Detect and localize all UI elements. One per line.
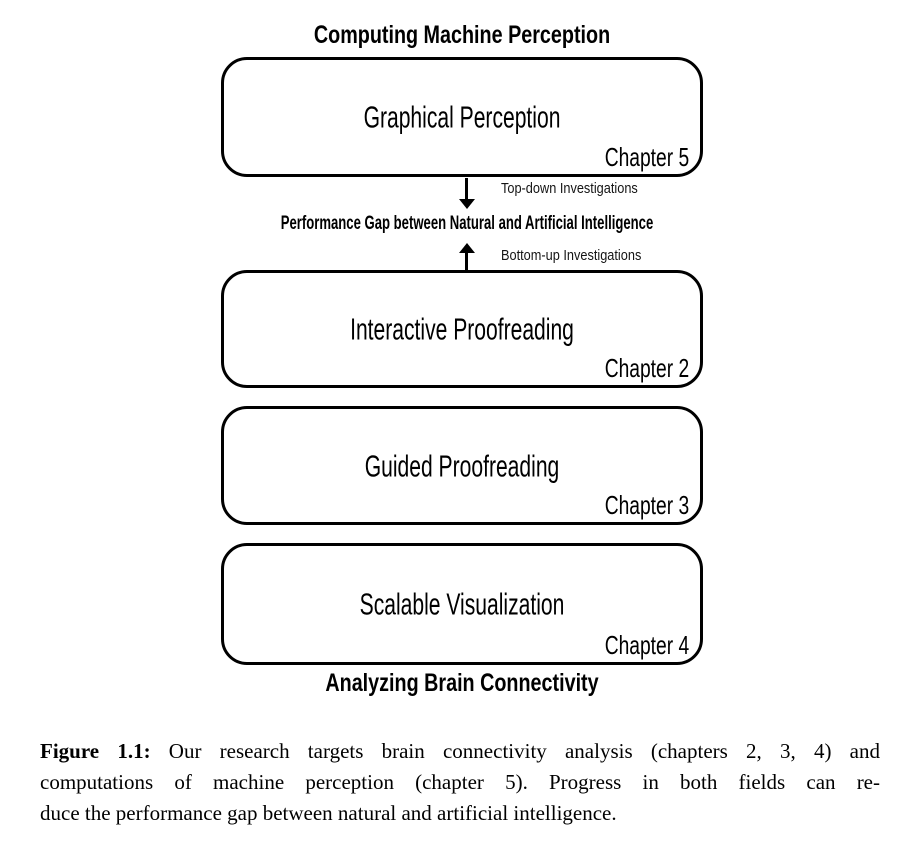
box-interactive-proofreading: Interactive Proofreading Chapter 2: [221, 270, 703, 388]
up-arrow-shaft: [465, 252, 468, 270]
caption-text: Our research targets brain connectivity …: [150, 739, 880, 763]
top-domain-label: Computing Machine Perception: [313, 21, 611, 49]
caption-line: Figure 1.1: Our research targets brain c…: [40, 736, 880, 767]
chapter-label: Chapter 5: [604, 142, 689, 172]
down-arrow-icon: [459, 199, 475, 209]
down-arrow-shaft: [465, 178, 468, 200]
box-guided-proofreading: Guided Proofreading Chapter 3: [221, 406, 703, 525]
top-down-arrow-label: Top-down Investigations: [501, 180, 638, 197]
bottom-domain-label: Analyzing Brain Connectivity: [325, 669, 599, 697]
figure-caption: Figure 1.1: Our research targets brain c…: [40, 736, 880, 829]
caption-line: duce the performance gap between natural…: [40, 801, 617, 825]
chapter-label: Chapter 2: [604, 353, 689, 383]
box-title: Interactive Proofreading: [350, 311, 574, 347]
box-title: Guided Proofreading: [364, 448, 560, 483]
bottom-up-arrow-label: Bottom-up Investigations: [501, 247, 642, 264]
caption-figure-number: Figure 1.1:: [40, 739, 151, 763]
box-graphical-perception: Graphical Perception Chapter 5: [221, 57, 703, 177]
box-title: Graphical Perception: [363, 99, 561, 135]
box-title: Scalable Visualization: [359, 586, 565, 622]
up-arrow-icon: [459, 243, 475, 253]
performance-gap-label: Performance Gap between Natural and Arti…: [280, 213, 654, 234]
chapter-label: Chapter 3: [604, 490, 689, 520]
caption-line: computations of machine perception (chap…: [40, 770, 880, 794]
chapter-label: Chapter 4: [604, 630, 689, 660]
box-scalable-visualization: Scalable Visualization Chapter 4: [221, 543, 703, 665]
